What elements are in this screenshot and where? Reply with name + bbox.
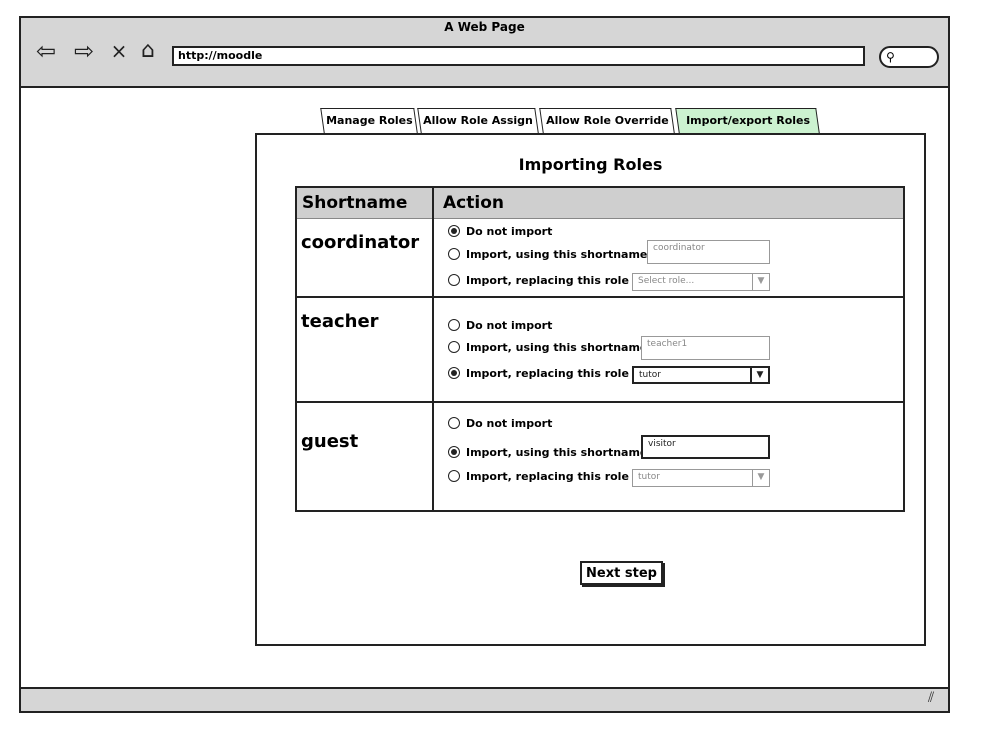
role-select[interactable]: tutor ▼ [632, 469, 770, 487]
option-label: Do not import [466, 225, 553, 238]
option-replace-role[interactable]: Import, replacing this role [448, 273, 629, 289]
column-header-shortname: Shortname [302, 193, 408, 213]
option-label: Import, replacing this role [466, 470, 629, 483]
option-label: Import, using this shortname [466, 341, 648, 354]
select-value: Select role... [638, 276, 695, 286]
table-header [295, 186, 905, 219]
chevron-down-icon: ▼ [752, 470, 769, 486]
option-do-not-import[interactable]: Do not import [448, 224, 552, 240]
search-input[interactable]: ⚲ [879, 46, 939, 68]
tab-allow-role-assign[interactable]: Allow Role Assign [417, 108, 539, 133]
option-label: Import, using this shortname [466, 248, 648, 261]
forward-arrow-icon[interactable]: ⇨ [73, 37, 95, 65]
shortname-teacher: teacher [301, 311, 379, 332]
role-select[interactable]: Select role... ▼ [632, 273, 770, 291]
shortname-input[interactable]: visitor [641, 435, 770, 459]
shortname-input[interactable]: coordinator [647, 240, 770, 264]
tab-label: Allow Role Override [545, 114, 669, 127]
window-title: A Web Page [444, 20, 525, 34]
close-icon[interactable]: × [110, 39, 128, 63]
shortname-input[interactable]: teacher1 [641, 336, 770, 360]
status-bar [19, 687, 950, 713]
option-label: Import, replacing this role [466, 367, 629, 380]
tab-label: Import/export Roles [685, 114, 810, 127]
shortname-coordinator: coordinator [301, 232, 420, 253]
search-icon: ⚲ [886, 50, 895, 64]
radio-button[interactable] [448, 319, 460, 331]
address-bar[interactable]: http://moodle [172, 46, 865, 66]
option-label: Import, replacing this role [466, 274, 629, 287]
radio-button[interactable] [448, 274, 460, 286]
chevron-down-icon: ▼ [750, 368, 768, 382]
option-import-shortname[interactable]: Import, using this shortname [448, 247, 647, 263]
tab-allow-role-override[interactable]: Allow Role Override [539, 108, 675, 133]
option-import-shortname[interactable]: Import, using this shortname [448, 340, 647, 356]
option-label: Import, using this shortname [466, 446, 648, 459]
roles-table [295, 186, 905, 512]
radio-button[interactable] [448, 417, 460, 429]
radio-button-checked[interactable] [448, 225, 460, 237]
select-value: tutor [638, 472, 660, 482]
tab-import-export-roles[interactable]: Import/export Roles [675, 108, 820, 133]
option-replace-role[interactable]: Import, replacing this role [448, 469, 629, 485]
tab-manage-roles[interactable]: Manage Roles [320, 108, 418, 133]
option-do-not-import[interactable]: Do not import [448, 318, 552, 334]
option-replace-role[interactable]: Import, replacing this role [448, 366, 629, 382]
row-divider [295, 296, 905, 298]
option-do-not-import[interactable]: Do not import [448, 416, 552, 432]
back-arrow-icon[interactable]: ⇦ [35, 37, 57, 65]
option-label: Do not import [466, 417, 553, 430]
shortname-guest: guest [301, 431, 359, 452]
radio-button[interactable] [448, 341, 460, 353]
radio-button[interactable] [448, 470, 460, 482]
role-select[interactable]: tutor ▼ [632, 366, 770, 384]
chevron-down-icon: ▼ [752, 274, 769, 290]
radio-button-checked[interactable] [448, 367, 460, 379]
radio-button[interactable] [448, 248, 460, 260]
option-label: Do not import [466, 319, 553, 332]
option-import-shortname[interactable]: Import, using this shortname [448, 445, 647, 461]
next-step-button[interactable]: Next step [580, 561, 663, 585]
page-title: Importing Roles [518, 155, 663, 174]
row-divider [295, 401, 905, 403]
column-header-action: Action [443, 193, 504, 213]
resize-grip-icon[interactable]: ⫽ [928, 690, 935, 706]
radio-button-checked[interactable] [448, 446, 460, 458]
column-divider [432, 186, 434, 512]
select-value: tutor [639, 370, 661, 380]
tab-label: Manage Roles [325, 114, 413, 127]
home-icon[interactable]: ⌂ [141, 38, 155, 63]
tab-label: Allow Role Assign [423, 114, 533, 127]
